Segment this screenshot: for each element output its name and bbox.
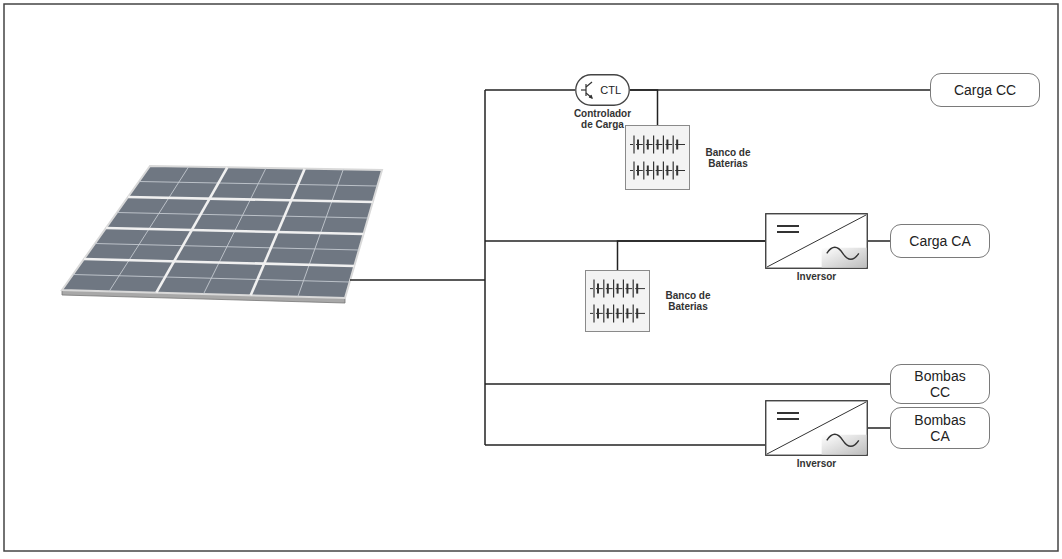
node-label: Controlador de Carga: [571, 108, 635, 130]
battery-symbol: [625, 125, 690, 190]
battery-symbol: [585, 270, 650, 332]
node-label: Carga CC: [954, 82, 1016, 98]
outer-frame: [4, 4, 1058, 551]
bus-wires: [350, 90, 890, 445]
node-label: Inversor: [797, 458, 836, 469]
inverter-symbol: [765, 400, 868, 456]
wire-connector: [868, 427, 890, 429]
node-label: Inversor: [797, 271, 836, 282]
inverter-symbol: [765, 213, 868, 269]
inverter-block: Inversor: [765, 213, 868, 269]
wire-connector: [630, 90, 658, 125]
node-label: CTL: [600, 84, 621, 96]
node-label: Banco de Baterias: [697, 147, 759, 169]
pump-box: Bombas CC: [890, 364, 990, 404]
charge-controller: CTLControlador de Carga: [575, 74, 630, 106]
load-box: Carga CA: [890, 224, 990, 258]
solar-panel: [62, 166, 382, 303]
wire-connector: [618, 241, 766, 270]
node-label: Bombas CC: [909, 368, 971, 400]
battery-bank: Banco de Baterias: [625, 125, 690, 190]
node-label: Bombas CA: [909, 412, 971, 444]
wire-connector: [868, 240, 890, 242]
battery-bank: Banco de Baterias: [585, 270, 650, 332]
node-label: Carga CA: [909, 233, 970, 249]
wire-connector: [630, 89, 930, 91]
pump-box: Bombas CA: [890, 407, 990, 449]
node-label: Banco de Baterias: [657, 290, 719, 312]
load-box: Carga CC: [930, 73, 1040, 107]
inverter-block: Inversor: [765, 400, 868, 456]
